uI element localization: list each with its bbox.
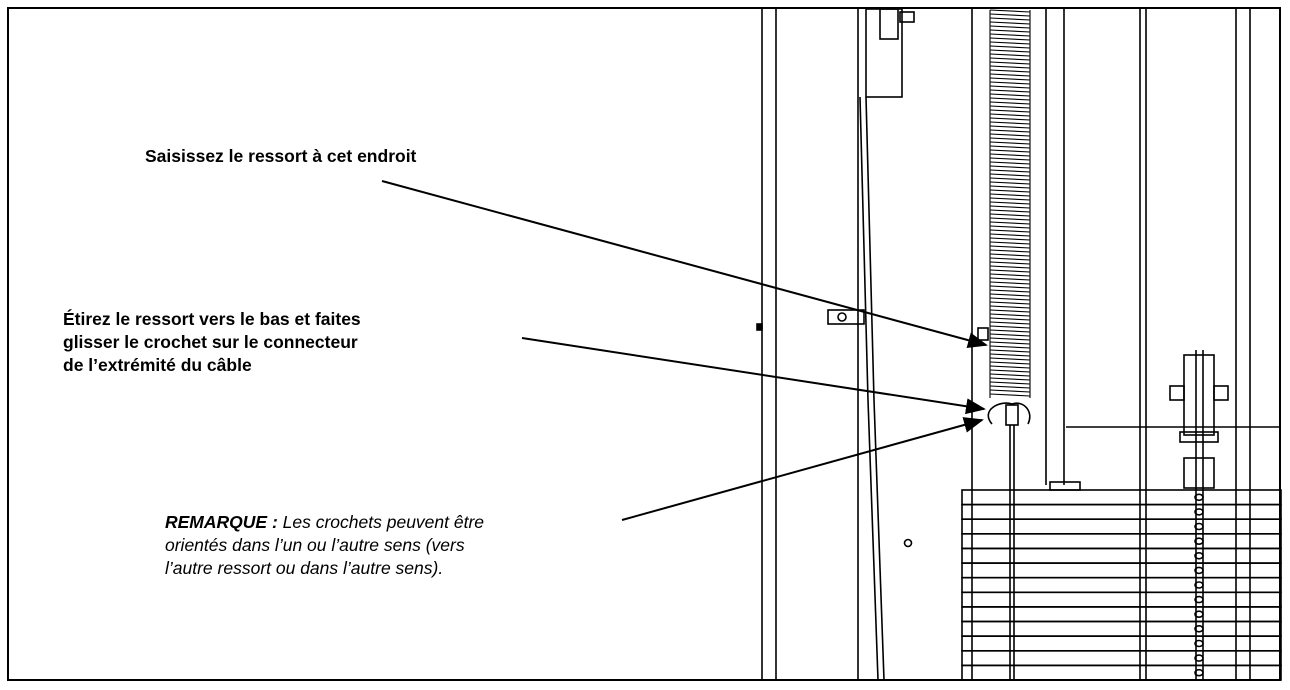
plate-pin-hole <box>1194 639 1204 648</box>
spring-hook <box>987 402 1031 425</box>
plate-pin-hole <box>1194 551 1204 560</box>
label-stretch-line-2: glisser le crochet sur le connecteur <box>63 332 358 352</box>
pulley-bracket <box>865 8 903 98</box>
cable-left <box>859 96 879 681</box>
note-line-3: l’autre ressort ou dans l’autre sens). <box>165 558 444 578</box>
note-line-2: orientés dans l’un ou l’autre sens (vers <box>165 535 465 555</box>
selector-sleeve <box>1183 457 1215 489</box>
label-note: REMARQUE : Les crochets peuvent être ori… <box>165 511 635 580</box>
plate-pin-hole <box>1194 595 1204 604</box>
rod-collar <box>1049 481 1081 491</box>
plate-pin-hole <box>1194 566 1204 575</box>
arrow-stretch-spring <box>521 337 986 415</box>
spring-coils <box>989 9 1031 397</box>
extension-spring <box>989 9 1031 398</box>
label-stretch-line-3: de l’extrémité du câble <box>63 355 252 375</box>
label-grab-spring: Saisissez le ressort à cet endroit <box>145 145 416 168</box>
note-title: REMARQUE : <box>165 512 278 532</box>
plate-pin-hole <box>1194 668 1204 677</box>
plate-pin-hole <box>1194 493 1204 502</box>
weight-plate <box>961 664 1282 681</box>
label-grab-spring-text: Saisissez le ressort à cet endroit <box>145 146 417 166</box>
arrow-note <box>621 417 984 521</box>
plate-pin-hole <box>1194 610 1204 619</box>
arrow-grab-spring <box>381 180 988 349</box>
diagram-frame <box>7 7 1281 681</box>
selector-head <box>1183 354 1215 436</box>
plate-pin-hole <box>1194 654 1204 662</box>
selector-pin-right <box>1213 385 1229 401</box>
pulley-bracket-tab <box>899 11 915 23</box>
plate-pin-hole <box>1194 508 1204 516</box>
label-stretch-spring: Étirez le ressort vers le bas et faites … <box>63 308 361 377</box>
selector-pin-left <box>1169 385 1185 401</box>
selector-base <box>1179 431 1219 443</box>
frame-bolt <box>903 538 913 548</box>
plate-pin-hole <box>1194 522 1204 531</box>
plate-pin-hole <box>1194 581 1204 589</box>
pulley-bracket-inner <box>879 8 899 40</box>
weight-stack <box>961 489 1282 681</box>
small-bracket-bolt <box>837 312 847 322</box>
small-bracket <box>827 309 865 325</box>
plate-pin-hole <box>1194 624 1204 633</box>
plate-pin-hole <box>1194 537 1204 546</box>
cable-left-b <box>865 96 885 681</box>
post-bolt <box>756 323 763 331</box>
note-line-1: Les crochets peuvent être <box>282 512 485 532</box>
label-stretch-line-1: Étirez le ressort vers le bas et faites <box>63 309 361 329</box>
cable-connector <box>1005 404 1019 426</box>
spring-clip <box>977 327 989 341</box>
